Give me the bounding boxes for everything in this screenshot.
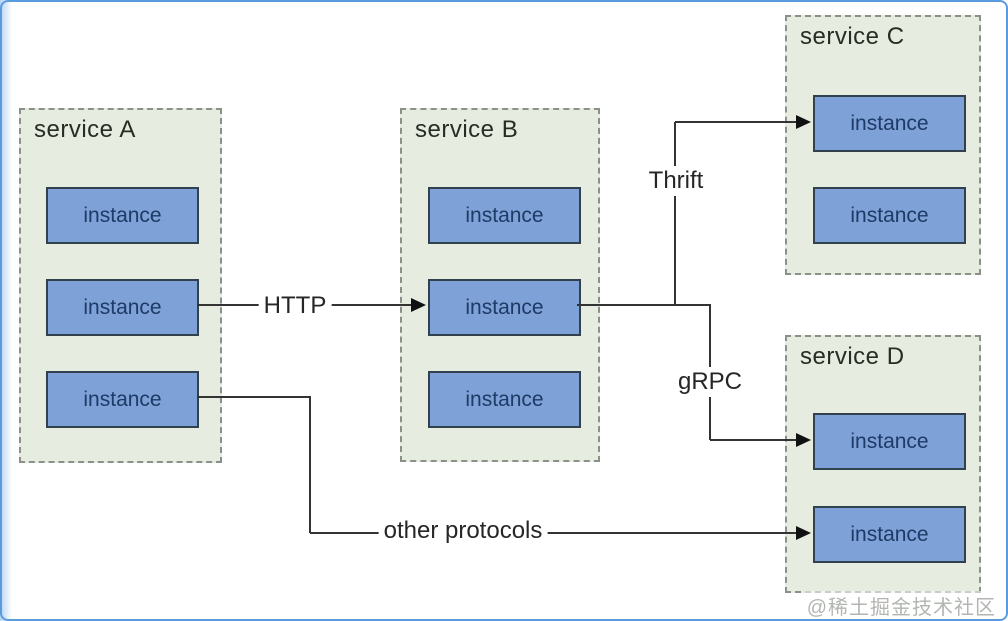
service-d-title: service D bbox=[800, 343, 905, 370]
label-grpc: gRPC bbox=[672, 367, 748, 397]
left-edge-glow bbox=[0, 0, 12, 621]
connector-thrift-vline bbox=[674, 122, 676, 305]
service-b-instance-1: instance bbox=[428, 187, 581, 244]
arrowhead-right-icon bbox=[796, 115, 811, 129]
arrowhead-right-icon bbox=[796, 526, 811, 540]
label-http: HTTP bbox=[258, 291, 332, 321]
connector-other-hline2 bbox=[310, 532, 797, 534]
service-a-title: service A bbox=[34, 116, 136, 143]
connector-other-hline1 bbox=[197, 396, 311, 398]
service-d-box: service D instance instance bbox=[785, 335, 981, 593]
service-a-box: service A instance instance instance bbox=[19, 108, 222, 463]
service-a-instance-3: instance bbox=[46, 371, 199, 428]
arrowhead-right-icon bbox=[796, 433, 811, 447]
connector-b-out-line bbox=[577, 304, 711, 306]
service-d-instance-1: instance bbox=[813, 413, 966, 470]
service-b-instance-3: instance bbox=[428, 371, 581, 428]
connector-other-vline bbox=[309, 397, 311, 533]
service-c-box: service C instance instance bbox=[785, 15, 981, 275]
service-c-instance-2: instance bbox=[813, 187, 966, 244]
service-d-instance-2: instance bbox=[813, 506, 966, 563]
watermark-text: @稀土掘金技术社区 bbox=[804, 591, 998, 620]
service-b-title: service B bbox=[415, 116, 519, 143]
service-c-instance-1: instance bbox=[813, 95, 966, 152]
service-b-box: service B instance instance instance bbox=[400, 108, 600, 462]
service-c-title: service C bbox=[800, 23, 905, 50]
arrowhead-right-icon bbox=[411, 298, 426, 312]
label-other-protocols: other protocols bbox=[378, 516, 548, 546]
service-a-instance-1: instance bbox=[46, 187, 199, 244]
service-b-instance-2: instance bbox=[428, 279, 581, 336]
service-a-instance-2: instance bbox=[46, 279, 199, 336]
connector-grpc-hline bbox=[710, 439, 797, 441]
connector-thrift-hline bbox=[675, 121, 797, 123]
label-thrift: Thrift bbox=[643, 166, 709, 196]
